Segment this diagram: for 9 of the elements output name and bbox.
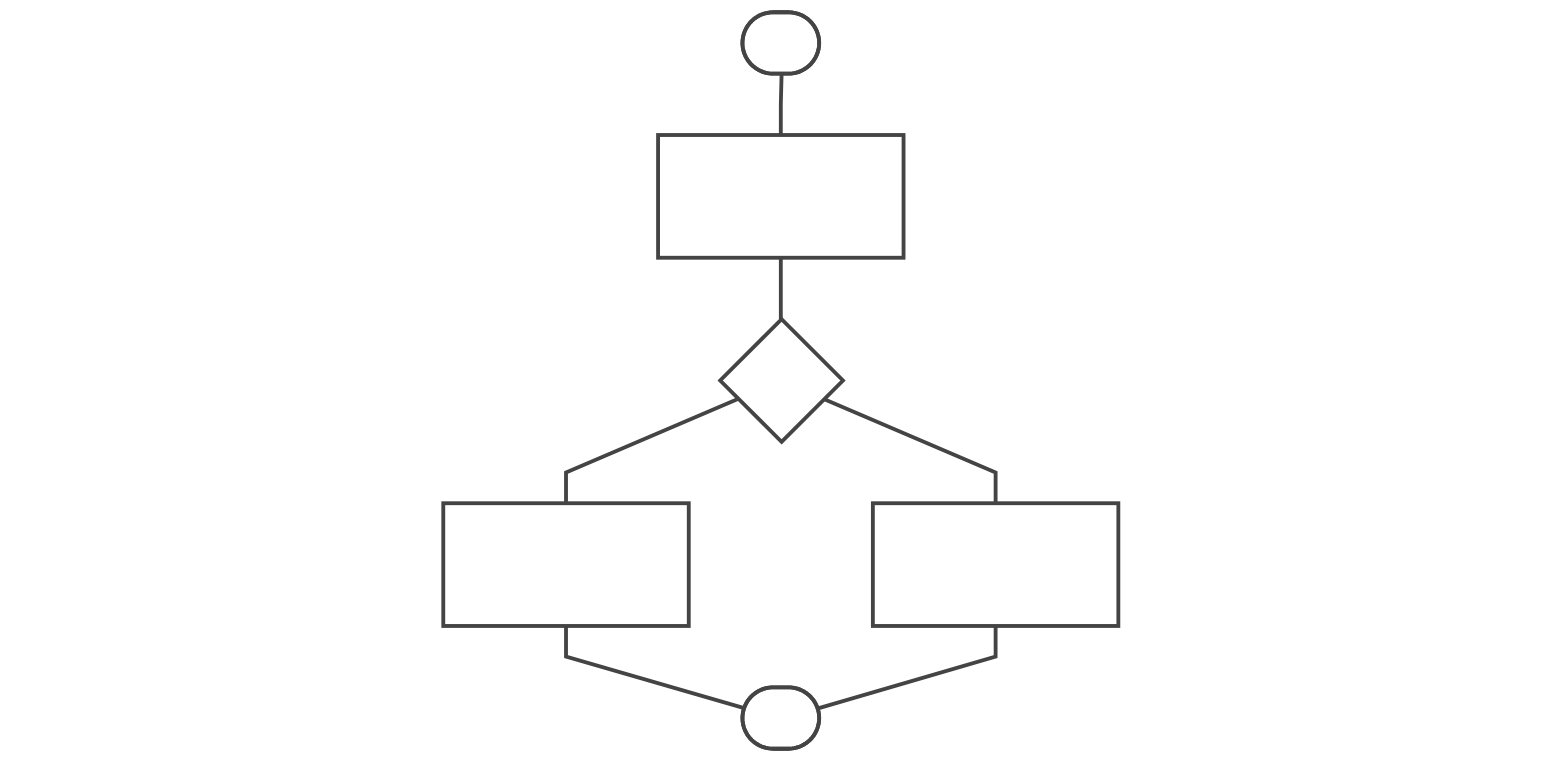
connector [822, 397, 998, 504]
connector [563, 397, 739, 504]
node-box [441, 501, 691, 628]
connector [778, 74, 784, 135]
connector [817, 625, 998, 711]
node-box [655, 133, 906, 260]
connector [778, 257, 783, 320]
node-diamond [717, 316, 846, 445]
node-box [870, 501, 1120, 628]
